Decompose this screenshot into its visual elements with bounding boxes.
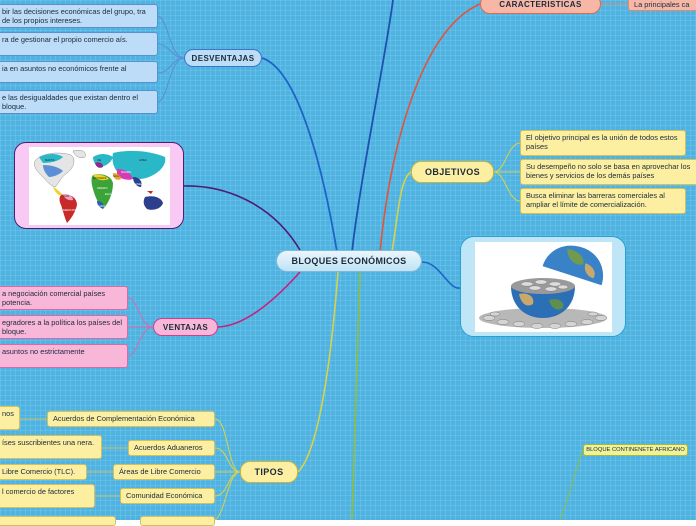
map-label-apec: APEC [139,158,148,162]
map-label-cemac: CEMAC [97,186,109,190]
desventajas-node[interactable]: DESVENTAJAS [184,49,262,67]
desventajas-item-1[interactable]: bir las decisiones económicas del grupo,… [0,4,158,28]
world-map-image: NAFTA MERCOSUR UE ASEAN CAN APEC SADC EC… [29,147,170,225]
objetivos-item-1[interactable]: El objetivo principal es la unión de tod… [520,130,686,156]
ventajas-item-2[interactable]: egradores a la política los países del b… [0,315,128,339]
tipos-item-libre-comercio[interactable]: Áreas de Libre Comercio [113,464,215,480]
world-map-image-node[interactable]: NAFTA MERCOSUR UE ASEAN CAN APEC SADC EC… [14,142,184,229]
map-label-eac: EAC [105,192,112,196]
tipos-item-aduaneros[interactable]: Acuerdos Aduaneros [128,440,215,456]
map-label-nafta: NAFTA [45,158,55,162]
ventajas-node[interactable]: VENTAJAS [153,318,218,336]
caracteristicas-item[interactable]: La principales ca [628,0,696,11]
objetivos-node[interactable]: OBJETIVOS [411,161,494,183]
map-label-ecowas: ECOWAS [93,176,106,180]
tipos-leaf-aduaneros[interactable]: íses suscribientes una nera. [0,435,102,459]
map-label-sadc: SADC [97,204,106,208]
central-topic[interactable]: BLOQUES ECONÓMICOS [276,250,422,272]
globe-coins-image-node[interactable] [460,236,626,337]
map-label-ue: UE [97,158,101,162]
tipos-item-complementacion[interactable]: Acuerdos de Complementación Económica [47,411,215,427]
map-label-saarc: SAARC [121,170,132,174]
desventajas-item-2[interactable]: ra de gestionar el propio comercio aís. [0,32,158,56]
continente-node[interactable]: BLOQUE CONTINENETE AFRICANO [583,444,688,456]
tipos-node[interactable]: TIPOS [240,461,298,483]
tipos-leaf-partial[interactable] [0,516,116,526]
map-label-mercosur: MERCOSUR [63,208,81,212]
map-label-asean: ASEAN [135,182,145,186]
tipos-leaf-libre-comercio[interactable]: Libre Comercio (TLC). [0,464,87,480]
objetivos-item-3[interactable]: Busca eliminar las barreras comerciales … [520,188,686,214]
map-label-can: CAN [63,194,69,198]
tipos-leaf-complementacion[interactable]: nos [0,406,20,430]
globe-coins-image [475,242,612,332]
desventajas-item-4[interactable]: e las desigualdades que existan dentro e… [0,90,158,114]
map-label-gcc: GCC [113,174,121,178]
tipos-leaf-comunidad[interactable]: l comercio de factores [0,484,95,508]
tipos-item-partial[interactable] [140,516,215,526]
caracteristicas-node[interactable]: CARACTERISTICAS [480,0,601,14]
ventajas-item-1[interactable]: a negociación comercial países potencia. [0,286,128,310]
objetivos-item-2[interactable]: Su desempeño no solo se basa en aprovech… [520,159,696,185]
tipos-item-comunidad[interactable]: Comunidad Económica [120,488,215,504]
ventajas-item-3[interactable]: asuntos no estrictamente [0,344,128,368]
desventajas-item-3[interactable]: ia en asuntos no económicos frente al [0,61,158,83]
